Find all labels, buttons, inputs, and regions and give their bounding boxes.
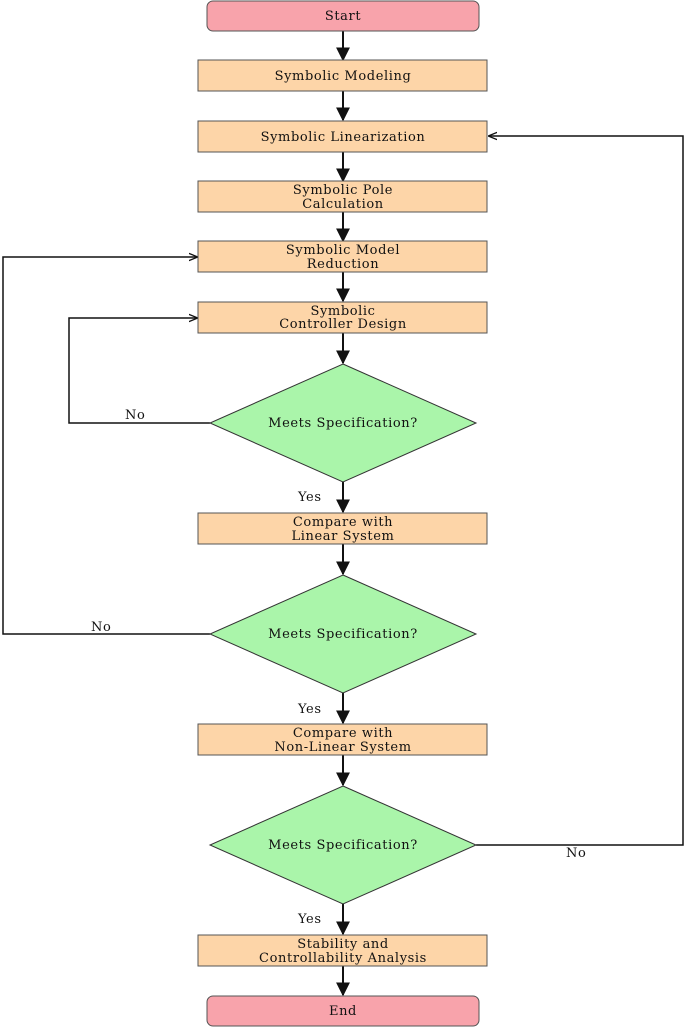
- symbolic-reduction-box: [197, 240, 488, 273]
- decision-1-no-label: No: [125, 408, 145, 423]
- decision-1-diamond: [208, 363, 478, 483]
- start-terminal: [206, 0, 480, 32]
- decision-3-yes-label: Yes: [297, 912, 322, 927]
- feedback-decision3-linearization: [476, 136, 684, 846]
- compare-linear-box: [197, 512, 488, 545]
- compare-nonlinear-label-line2: Non-Linear System: [274, 740, 411, 755]
- decision-1-label: Meets Specification?: [268, 416, 418, 431]
- start-label: Start: [325, 9, 361, 24]
- symbolic-linearization-label: Symbolic Linearization: [261, 130, 426, 145]
- end-label: End: [329, 1004, 357, 1019]
- decision-3-label: Meets Specification?: [268, 838, 418, 853]
- compare-nonlinear-label-line1: Compare with: [293, 726, 393, 741]
- decision-1-yes-label: Yes: [297, 490, 322, 505]
- decision-3-diamond: [208, 785, 478, 905]
- symbolic-reduction-label-line2: Reduction: [307, 257, 379, 272]
- compare-nonlinear-box: [197, 723, 488, 756]
- stability-analysis-label-line1: Stability and: [297, 937, 389, 952]
- decision-2-yes-label: Yes: [297, 702, 322, 717]
- compare-linear-label-line1: Compare with: [293, 515, 393, 530]
- end-terminal: [206, 995, 480, 1027]
- symbolic-controller-box: [197, 301, 488, 334]
- decision-3-no-label: No: [566, 846, 586, 861]
- feedback-decision1-controller: [68, 318, 210, 424]
- stability-analysis-box: [197, 934, 488, 967]
- symbolic-modeling-label: Symbolic Modeling: [275, 69, 412, 84]
- symbolic-controller-label-line1: Symbolic: [310, 304, 375, 319]
- symbolic-pole-label-line2: Calculation: [302, 197, 384, 212]
- feedback-decision2-reduction: [2, 257, 210, 635]
- decision-2-no-label: No: [91, 620, 111, 635]
- symbolic-linearization-box: [197, 120, 488, 153]
- decision-2-diamond: [208, 574, 478, 694]
- symbolic-modeling-box: [197, 59, 488, 92]
- symbolic-pole-label-line1: Symbolic Pole: [293, 183, 393, 198]
- stability-analysis-label-line2: Controllability Analysis: [259, 951, 427, 966]
- compare-linear-label-line2: Linear System: [292, 529, 395, 544]
- symbolic-reduction-label-line1: Symbolic Model: [286, 243, 400, 258]
- symbolic-pole-box: [197, 180, 488, 213]
- decision-2-label: Meets Specification?: [268, 627, 418, 642]
- symbolic-controller-label-line2: Controller Design: [279, 317, 407, 332]
